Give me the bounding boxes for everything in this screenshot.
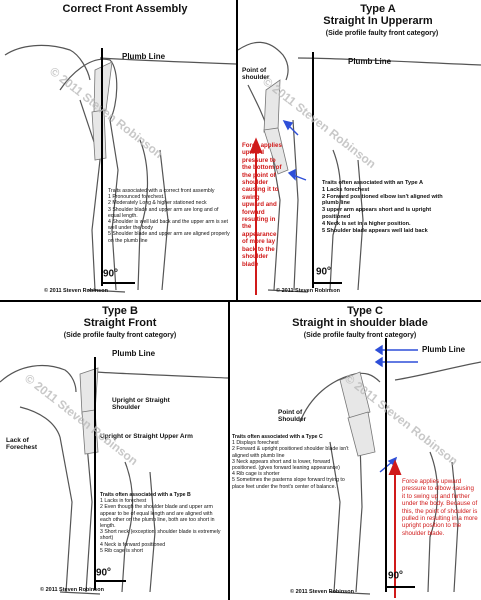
trait-item: 3 Short neck (exception: shoulder blade …	[100, 529, 221, 542]
plumb-line	[385, 338, 387, 592]
copyright: © 2011 Steven Robinson	[40, 587, 104, 593]
ground-line	[385, 586, 415, 588]
copyright: © 2011 Steven Robinson	[276, 288, 340, 294]
degree-label: 90o	[388, 570, 403, 582]
trait-item: 5 Shoulder blade and upper arm are align…	[108, 231, 230, 244]
traits-list: Traits often associated with a Type C 1 …	[232, 434, 354, 490]
force-note: Force applies upward pressure to the bot…	[242, 142, 282, 268]
trait-item: 3 Shoulder blade and upper arm are long …	[108, 206, 219, 219]
trait-item: 5 Rib cage is short	[100, 547, 143, 554]
panel-type-c: Type C Straight in shoulder blade (Side …	[230, 302, 481, 600]
copyright: © 2011 Steven Robinson	[290, 589, 354, 595]
trait-item: 2 Forward & upright positioned shoulder …	[232, 446, 349, 459]
plumb-line-label: Plumb Line	[422, 345, 466, 354]
trait-item: 3 upper arm appears short and is upright…	[322, 207, 432, 220]
panel-subtitle: (Side profile faulty front category)	[303, 332, 417, 339]
dog-sketch-correct	[4, 44, 236, 293]
panel-title: Type C	[347, 305, 383, 317]
trait-item: 4 Rib cage is shorter	[232, 471, 280, 478]
upright-shoulder-label: Upright or Straight Shoulder	[112, 397, 170, 411]
traits-heading: Traits often associated with a Type B	[100, 492, 191, 498]
copyright: © 2011 Steven Robinson	[44, 288, 108, 294]
traits-heading: Traits often associated with an Type A	[322, 180, 424, 186]
ground-line	[312, 282, 342, 284]
panel-subtitle: (Side profile faulty front category)	[63, 332, 177, 339]
panel-type-b: Type B Straight Front (Side profile faul…	[0, 302, 228, 600]
degree-label: 90o	[96, 567, 111, 579]
panel-title-2: Straight In Upperarm	[323, 15, 433, 27]
trait-item: 5 Sometimes the pasterns slope forward t…	[232, 477, 345, 490]
divider-horizontal-right	[228, 300, 481, 302]
plumb-line-label: Plumb Line	[122, 52, 166, 61]
traits-list: Traits often associated with an Type A 1…	[322, 180, 446, 234]
traits-heading: Traits often associated with a Type C	[232, 434, 323, 440]
plumb-line	[312, 52, 314, 288]
trait-item: 1 Lacks forechest	[322, 186, 370, 193]
point-of-shoulder-label: Point of shoulder	[242, 67, 270, 81]
trait-item: 3 Neck appears short and is lower, forwa…	[232, 458, 340, 472]
trait-item: 5 Shoulder blade appears well laid back	[322, 227, 428, 234]
divider-vertical-bottom	[228, 300, 230, 600]
divider-vertical-top	[236, 0, 238, 300]
dog-sketch-type-c	[299, 344, 481, 598]
plumb-line	[94, 357, 96, 590]
plumb-line-label: Plumb Line	[112, 349, 156, 358]
trait-item: 2 Forward positioned elbow isn't aligned…	[322, 193, 443, 207]
panel-subtitle: (Side profile faulty front category)	[325, 30, 439, 37]
point-of-shoulder-label: Point of Shoulder	[278, 409, 307, 423]
dog-sketch-type-a	[238, 41, 481, 295]
panel-type-a: Type A Straight In Upperarm (Side profil…	[238, 0, 481, 300]
upright-upper-arm-label: Upright or Straight Upper Arm	[100, 433, 193, 440]
degree-label: 90o	[316, 266, 331, 278]
plumb-line-label: Plumb Line	[348, 57, 392, 66]
panel-title: Type A	[360, 3, 396, 15]
traits-list: Traits associated with a correct front a…	[108, 188, 232, 244]
traits-list: Traits often associated with a Type B 1 …	[100, 492, 222, 554]
panel-title-2: Straight Front	[83, 317, 157, 329]
panel-title-2: Straight in shoulder blade	[292, 317, 428, 329]
force-note: Force applies upward pressure to elbow c…	[402, 478, 478, 537]
trait-item: 1 Pronounced forechest.	[108, 194, 165, 201]
divider-horizontal-left	[0, 300, 238, 302]
degree-label: 90o	[103, 268, 118, 280]
traits-heading: Traits associated with a correct front a…	[108, 188, 215, 194]
trait-item: 4 Neck is set in a higher position.	[322, 220, 411, 227]
panel-title: Correct Front Assembly	[62, 3, 188, 15]
trait-item: 2 Even though the shoulder blade and upp…	[100, 504, 215, 530]
ground-line	[94, 580, 126, 582]
panel-correct-front: Correct Front Assembly Plumb Line Traits…	[0, 0, 236, 300]
ground-line	[101, 282, 135, 284]
trait-item: 1 Displays forechest	[232, 440, 279, 447]
trait-item: 2 Moderately Long & higher stationed nec…	[108, 200, 207, 207]
trait-item: 1 Lacks in forechest	[100, 498, 147, 505]
panel-title: Type B	[102, 305, 138, 317]
trait-item: 4 Neck is forward positioned	[100, 541, 166, 548]
plumb-line	[101, 48, 103, 286]
lack-of-forechest-label: Lack of Forechest	[6, 437, 38, 451]
trait-item: 4 Shoulder is well laid back and the upp…	[108, 219, 228, 232]
